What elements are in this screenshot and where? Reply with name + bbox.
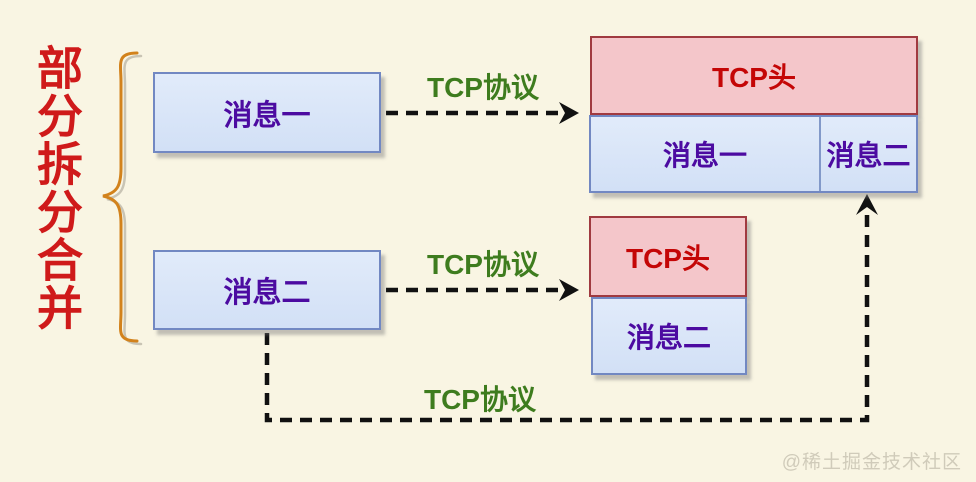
protocol-label-middle: TCP协议 — [426, 249, 539, 280]
protocol-label-top: TCP协议 — [426, 72, 539, 103]
merged-packet-header-box: TCP头 — [590, 36, 918, 115]
arrow-bottom-head-icon — [856, 194, 878, 215]
single-packet-body-box: 消息二 — [591, 297, 747, 375]
merged-packet-body-row: 消息一 消息二 — [589, 115, 918, 193]
merged-segment-2-label: 消息二 — [826, 140, 911, 171]
protocol-label-bottom: TCP协议 — [423, 384, 536, 415]
message-2-label: 消息二 — [223, 277, 311, 309]
merged-segment-2-cell: 消息二 — [821, 117, 916, 191]
message-1-box: 消息一 — [153, 72, 381, 153]
brace-icon — [102, 51, 139, 343]
message-2-box: 消息二 — [153, 250, 381, 330]
merged-segment-1-cell: 消息一 — [591, 117, 821, 191]
merged-packet-header-label: TCP头 — [711, 61, 796, 93]
single-packet-header-label: TCP头 — [625, 242, 710, 274]
single-packet-body-label: 消息二 — [626, 322, 711, 353]
watermark: @稀土掘金技术社区 — [781, 452, 962, 473]
diagram-title: 部分拆分合并 — [31, 44, 83, 332]
merged-segment-1-label: 消息一 — [662, 140, 747, 171]
single-packet-header-box: TCP头 — [589, 216, 747, 297]
message-1-label: 消息一 — [223, 99, 311, 132]
brace-shadow — [106, 54, 143, 346]
